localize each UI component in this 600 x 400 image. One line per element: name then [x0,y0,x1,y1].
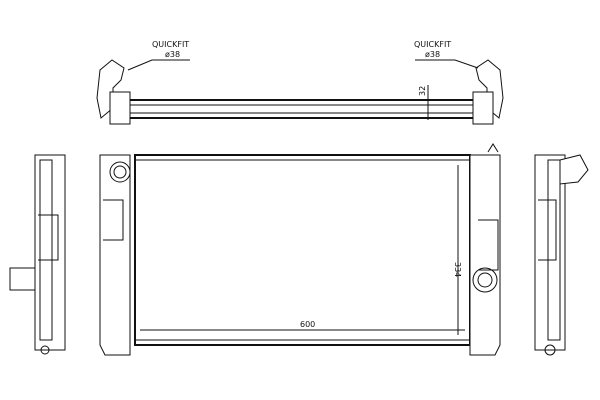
top-view [96,59,504,125]
quickfit-right-label: QUICKFIT [414,40,451,49]
quickfit-left-diameter: ø38 [165,50,180,59]
quickfit-left-callout: QUICKFIT ø38 [127,40,190,71]
right-side-view [534,154,589,356]
depth-dimension: 32 [418,86,427,96]
quickfit-left-label: QUICKFIT [152,40,189,49]
quickfit-right-diameter: ø38 [425,50,440,59]
width-dimension: 600 [300,320,315,329]
height-dimension: 334 [453,262,462,277]
front-view [99,143,501,356]
left-side-view [9,154,66,355]
quickfit-right-callout: QUICKFIT ø38 [414,40,479,69]
